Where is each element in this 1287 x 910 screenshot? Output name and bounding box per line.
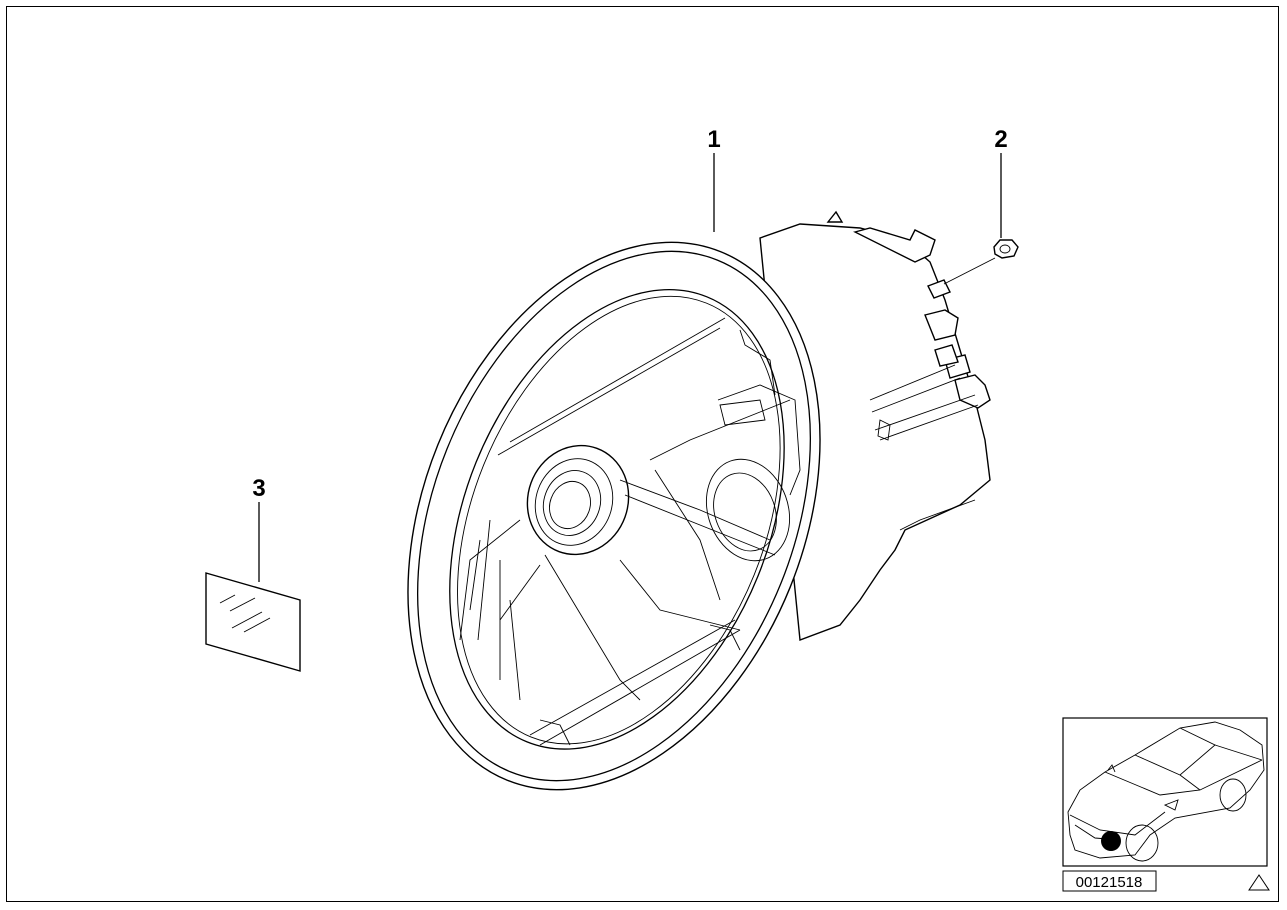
callout-1-label: 1 [707,126,720,153]
callout-2-label: 2 [994,126,1007,153]
hex-nut [993,239,1019,259]
warning-triangle-icon [1248,874,1270,891]
label-card [205,572,301,672]
headlight-housing [759,210,996,641]
reference-number: 00121518 [1062,870,1157,892]
headlight-lens-rim [449,289,785,750]
callout-3-label: 3 [252,475,265,502]
headlight-reflector [459,317,801,746]
location-dot-icon [1101,831,1121,851]
car-locator-inset [1062,717,1268,867]
reference-number-text: 00121518 [1076,874,1143,891]
diagram-frame [6,6,1279,902]
